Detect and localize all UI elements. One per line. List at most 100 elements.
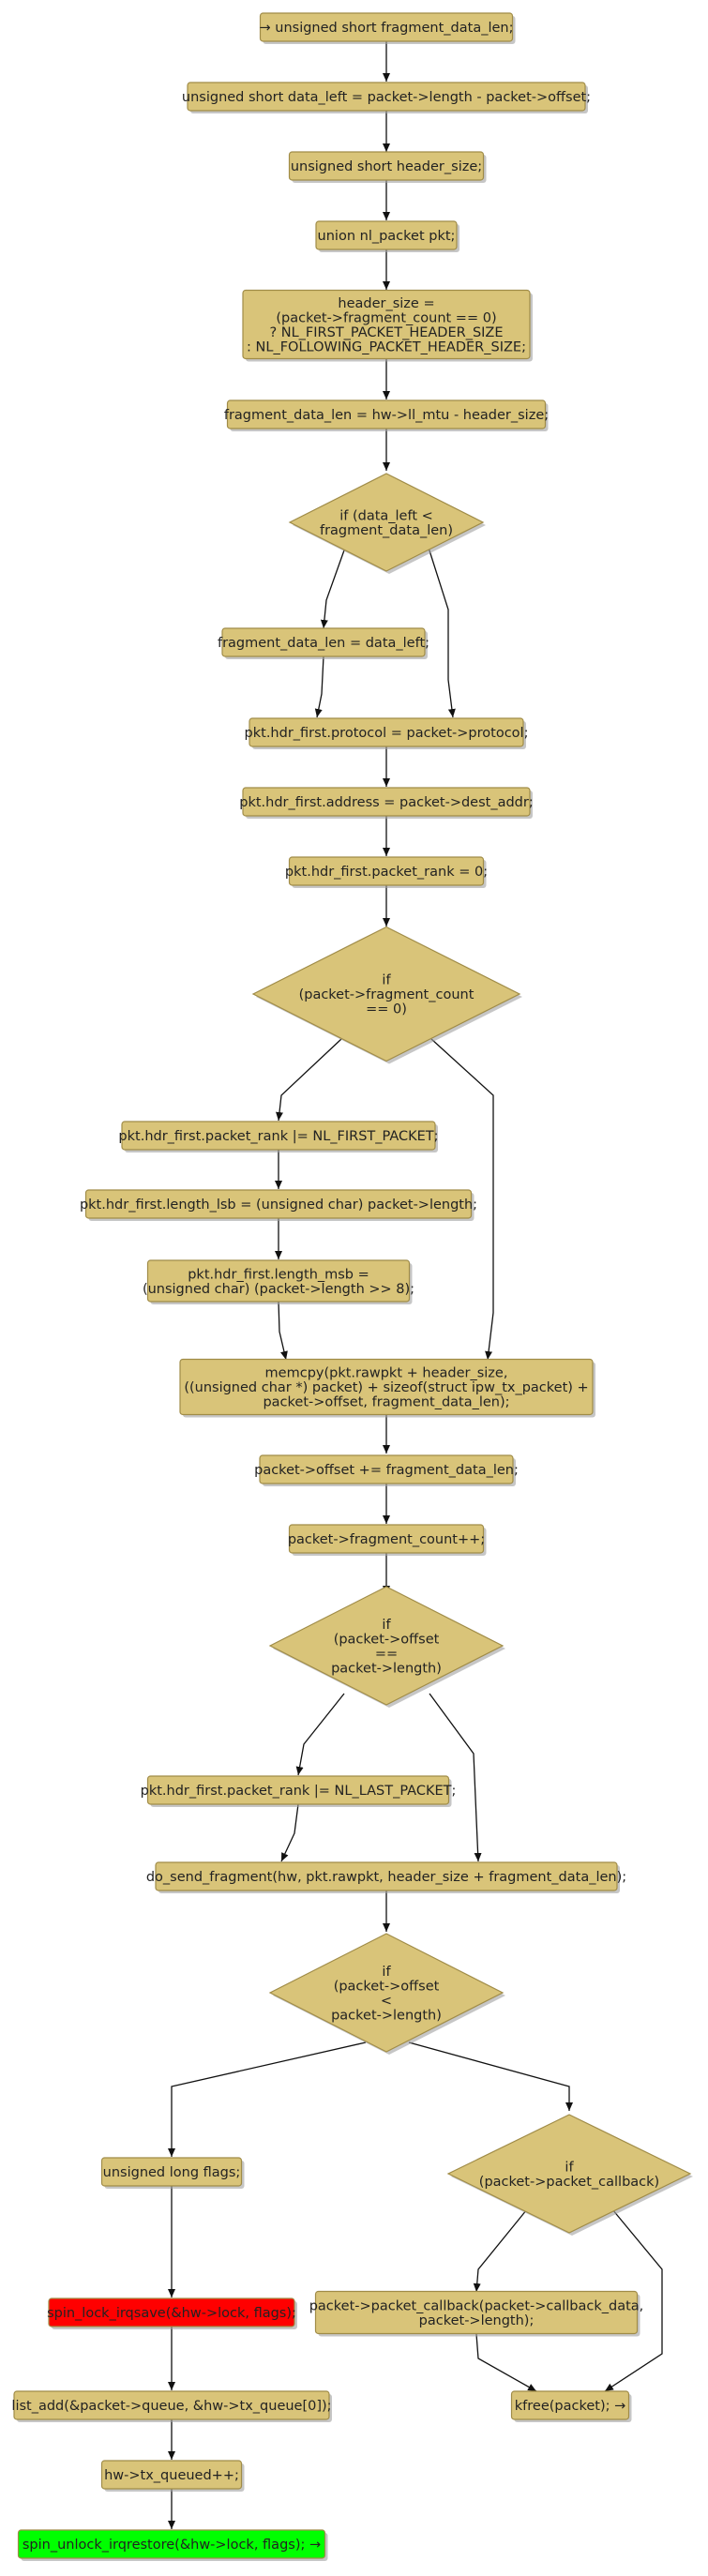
edge-d2-n14 (430, 1038, 494, 1361)
action-node-n21: packet->packet_callback(packet->callback… (309, 2290, 644, 2337)
action-node-n12: pkt.hdr_first.length_lsb = (unsigned cha… (80, 1189, 477, 1221)
node-label-line: fragment_data_len) (320, 523, 453, 538)
node-label-line: (unsigned char) (packet->length >> 8); (143, 1282, 414, 1297)
edges (168, 41, 663, 2529)
action-node-n17: pkt.hdr_first.packet_rank |= NL_LAST_PAC… (141, 1775, 456, 1807)
action-node-n6: fragment_data_len = hw->ll_mtu - header_… (224, 399, 549, 431)
action-box (146, 1259, 411, 1303)
edge-n21-n23 (475, 2333, 537, 2392)
node-label-line: ? NL_FIRST_PACKET_HEADER_SIZE (269, 325, 503, 340)
node-label-line: packet->offset += fragment_data_len; (254, 1463, 519, 1478)
node-label-line: < (381, 1994, 392, 2009)
node-label-line: union nl_packet pkt; (318, 229, 456, 244)
action-box (288, 1524, 485, 1554)
edge-d1-n7 (320, 547, 346, 629)
node-label-line: (packet->fragment_count == 0) (276, 310, 496, 325)
node-label-line: memcpy(pkt.rawpkt + header_size, (265, 1366, 508, 1381)
node-label-line: == (375, 1647, 398, 1662)
decision-diamond (446, 2114, 692, 2234)
action-box (179, 1358, 594, 1416)
action-node-n7: fragment_data_len = data_left; (218, 627, 429, 659)
decision-diamond (268, 1586, 505, 1706)
action-node-n1: → unsigned short fragment_data_len; (259, 12, 516, 44)
node-label-line: if (382, 973, 391, 988)
edge-d4-n19 (168, 2041, 367, 2157)
action-box (17, 2529, 326, 2559)
node-label-line: (packet->packet_callback) (479, 2175, 659, 2190)
node-label-line: unsigned long flags; (103, 2165, 241, 2180)
action-box (221, 627, 426, 657)
action-node-n2: unsigned short data_left = packet->lengt… (182, 82, 591, 113)
edge-d4-d5 (408, 2041, 573, 2111)
node-label-line: if (382, 1618, 391, 1633)
action-box (155, 1861, 618, 1891)
edge-n17-n18 (280, 1803, 299, 1862)
node-label-line: unsigned short header_size; (291, 159, 482, 174)
decision-diamond (268, 1933, 505, 2053)
action-node-n8: pkt.hdr_first.protocol = packet->protoco… (245, 717, 529, 749)
action-node-n24: hw->tx_queued++; (100, 2460, 245, 2492)
node-label-line: pkt.hdr_first.packet_rank |= NL_FIRST_PA… (118, 1129, 438, 1144)
action-node-n15: packet->offset += fragment_data_len; (254, 1454, 519, 1486)
action-box (314, 2290, 639, 2335)
action-box (510, 2390, 630, 2420)
edge-d1-n8 (428, 547, 456, 718)
action-node-n22: list_add(&packet->queue, &hw->tx_queue[0… (11, 2390, 332, 2422)
action-node-n9: pkt.hdr_first.address = packet->dest_add… (239, 787, 534, 819)
node-label-line: pkt.hdr_first.address = packet->dest_add… (239, 795, 533, 810)
decision-node-d1: if (data_left <fragment_data_len) (288, 473, 486, 574)
action-node-n3: unsigned short header_size; (288, 151, 487, 183)
node-label-line: unsigned short data_left = packet->lengt… (182, 90, 591, 105)
node-label-line: pkt.hdr_first.length_msb = (188, 1267, 369, 1282)
edge-d2-n11 (276, 1038, 342, 1122)
node-label-line: (packet->fragment_count (299, 987, 475, 1002)
node-label-line: packet->offset, fragment_data_len); (263, 1395, 509, 1410)
node-label-line: packet->packet_callback(packet->callback… (309, 2298, 644, 2313)
nodes: → unsigned short fragment_data_len;unsig… (11, 12, 693, 2561)
edge-d3-n18 (429, 1693, 482, 1862)
node-label-line: pkt.hdr_first.protocol = packet->protoco… (245, 726, 529, 741)
node-label-line: : NL_FOLLOWING_PACKET_HEADER_SIZE; (247, 339, 526, 354)
action-box (315, 220, 458, 250)
edge-n7-n8 (314, 655, 324, 718)
edge-n13-n14 (278, 1301, 288, 1361)
action-node-n25: spin_unlock_irqrestore(&hw->lock, flags)… (17, 2529, 328, 2561)
action-box (242, 289, 531, 360)
decision-diamond (288, 473, 485, 572)
node-label-line: spin_unlock_irqrestore(&hw->lock, flags)… (23, 2538, 321, 2553)
action-node-n4: union nl_packet pkt; (315, 220, 459, 252)
action-node-n13: pkt.hdr_first.length_msb =(unsigned char… (143, 1259, 414, 1304)
node-label-line: (packet->offset (334, 1979, 440, 1994)
decision-node-d4: if(packet->offset<packet->length) (268, 1933, 505, 2055)
action-box (100, 2157, 243, 2187)
node-label-line: if (data_left < (339, 508, 433, 523)
node-label-line: packet->fragment_count++; (288, 1532, 485, 1547)
node-label-line: packet->length) (331, 2008, 442, 2023)
decision-node-d3: if(packet->offset==packet->length) (268, 1586, 505, 1708)
action-node-n5: header_size =(packet->fragment_count == … (242, 289, 533, 362)
action-box (187, 82, 586, 112)
node-label-line: if (382, 1965, 391, 1980)
action-box (259, 1454, 514, 1484)
edge-d5-n21 (473, 2208, 528, 2293)
node-label-line: do_send_fragment(hw, pkt.rawpkt, header_… (146, 1870, 626, 1885)
action-box (259, 12, 514, 42)
edge-d5-n23 (604, 2208, 663, 2392)
action-box (84, 1189, 473, 1219)
node-label-line: packet->length) (331, 1661, 442, 1676)
decision-node-d2: if(packet->fragment_count== 0) (251, 926, 522, 1064)
node-label-line: hw->tx_queued++; (104, 2468, 239, 2483)
node-label-line: fragment_data_len = data_left; (218, 636, 429, 651)
action-box (100, 2460, 243, 2490)
action-box (249, 717, 524, 747)
edge-d3-n17 (295, 1693, 345, 1776)
node-label-line: header_size = (338, 296, 434, 311)
node-label-line: pkt.hdr_first.packet_rank = 0; (285, 865, 488, 880)
node-label-line: spin_lock_irqsave(&hw->lock, flags); (47, 2306, 296, 2321)
action-node-n16: packet->fragment_count++; (288, 1524, 487, 1556)
decision-diamond (251, 926, 521, 1062)
action-box (146, 1775, 450, 1805)
action-box (48, 2297, 295, 2327)
action-node-n18: do_send_fragment(hw, pkt.rawpkt, header_… (146, 1861, 626, 1893)
